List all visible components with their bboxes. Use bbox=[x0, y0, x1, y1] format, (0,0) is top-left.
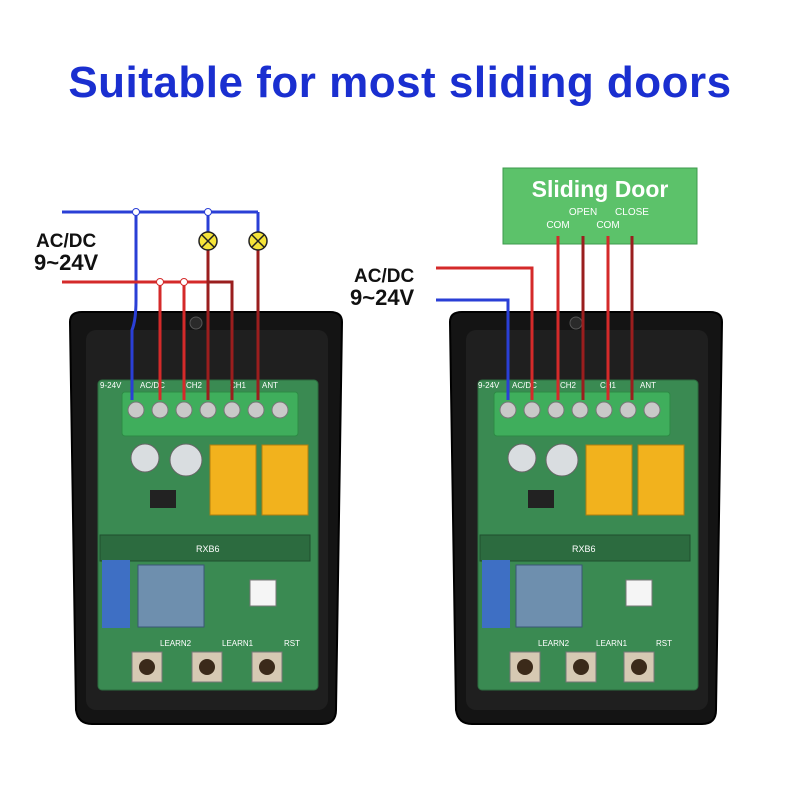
sliding-door-title: Sliding Door bbox=[532, 176, 669, 202]
left-junction-1 bbox=[132, 208, 140, 216]
right-terminal-label-5: ANT bbox=[640, 381, 656, 390]
left-learn2-knob bbox=[139, 659, 155, 675]
right-antenna-pcb bbox=[482, 560, 510, 628]
door-terminal-com-2: COM bbox=[596, 220, 619, 231]
right-receiver-diagram: 9-24V AC/DC CH2 CH1 ANT RXB6 LEARN2 LEAR… bbox=[350, 167, 724, 725]
left-terminal-label-2: AC/DC bbox=[140, 381, 165, 390]
right-chip bbox=[515, 564, 583, 628]
right-capacitor-1 bbox=[507, 443, 537, 473]
left-antenna-pcb bbox=[102, 560, 130, 628]
left-lamp-icon-2 bbox=[248, 231, 268, 251]
left-chip bbox=[137, 564, 205, 628]
right-relay-2 bbox=[637, 444, 685, 516]
right-terminal-label-2: AC/DC bbox=[512, 381, 537, 390]
left-receiver-diagram: 9-24V AC/DC CH2 CH1 ANT RXB6 LEARN2 LEAR… bbox=[34, 208, 344, 725]
right-crystal bbox=[625, 579, 653, 607]
right-red-supply-wire bbox=[436, 266, 534, 400]
right-power-label-line1: AC/DC bbox=[354, 266, 414, 287]
right-terminal-screws bbox=[499, 401, 661, 419]
left-capacitor-1 bbox=[130, 443, 160, 473]
right-module-name: RXB6 bbox=[572, 544, 596, 554]
left-junction-2 bbox=[204, 208, 212, 216]
right-button-label-1: LEARN2 bbox=[538, 639, 570, 648]
left-crystal bbox=[249, 579, 277, 607]
left-button-label-1: LEARN2 bbox=[160, 639, 192, 648]
left-lamp-output-wires bbox=[206, 250, 260, 400]
right-housing-hole bbox=[569, 316, 583, 330]
sliding-door-box bbox=[502, 167, 698, 245]
door-terminal-com-1: COM bbox=[546, 220, 569, 231]
left-power-label-line1: AC/DC bbox=[36, 231, 96, 252]
door-terminal-open: OPEN bbox=[569, 207, 597, 218]
left-relay-2 bbox=[261, 444, 309, 516]
left-power-label-line2: 9~24V bbox=[34, 250, 99, 275]
left-capacitor-2 bbox=[169, 443, 203, 477]
left-learn1-knob bbox=[199, 659, 215, 675]
left-terminal-label-3: CH2 bbox=[186, 381, 203, 390]
left-terminal-label-4: CH1 bbox=[230, 381, 247, 390]
left-lamp-icon-1 bbox=[198, 231, 218, 251]
left-rf-module bbox=[99, 534, 311, 562]
right-power-label-line2: 9~24V bbox=[350, 285, 415, 310]
left-module-name: RXB6 bbox=[196, 544, 220, 554]
right-capacitor-2 bbox=[545, 443, 579, 477]
door-terminal-close: CLOSE bbox=[615, 207, 649, 218]
left-junction-4 bbox=[180, 278, 188, 286]
left-terminal-label-5: ANT bbox=[262, 381, 278, 390]
right-learn1-knob bbox=[573, 659, 589, 675]
left-relay-1 bbox=[209, 444, 257, 516]
right-inductor bbox=[528, 490, 554, 508]
right-terminal-label-3: CH2 bbox=[560, 381, 577, 390]
page-title: Suitable for most sliding doors bbox=[68, 58, 732, 107]
left-housing-hole bbox=[189, 316, 203, 330]
left-rst-knob bbox=[259, 659, 275, 675]
right-button-label-3: RST bbox=[656, 639, 672, 648]
left-terminal-label-1: 9-24V bbox=[100, 381, 122, 390]
right-button-label-2: LEARN1 bbox=[596, 639, 628, 648]
right-learn2-knob bbox=[517, 659, 533, 675]
left-junction-3 bbox=[156, 278, 164, 286]
left-button-label-2: LEARN1 bbox=[222, 639, 254, 648]
right-door-wires bbox=[556, 236, 634, 400]
left-inductor bbox=[150, 490, 176, 508]
left-button-label-3: RST bbox=[284, 639, 300, 648]
right-terminal-label-1: 9-24V bbox=[478, 381, 500, 390]
left-terminal-screws bbox=[127, 401, 289, 419]
right-rst-knob bbox=[631, 659, 647, 675]
right-relay-1 bbox=[585, 444, 633, 516]
right-blue-supply-wire bbox=[436, 298, 510, 400]
right-rf-module bbox=[479, 534, 691, 562]
